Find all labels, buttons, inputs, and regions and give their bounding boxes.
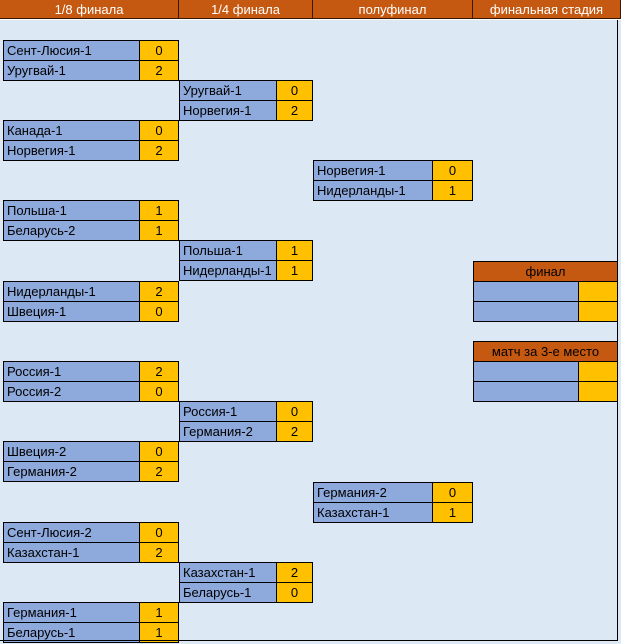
r16-5-team-2[interactable]: Россия-2 (3, 381, 140, 402)
qf-2-score-1[interactable]: 1 (276, 240, 313, 261)
r16-6-score-2[interactable]: 2 (139, 461, 179, 482)
sf-2-team-1[interactable]: Германия-2 (313, 482, 433, 503)
sf-2-score-1[interactable]: 0 (432, 482, 473, 503)
qf-4-team-1[interactable]: Казахстан-1 (179, 562, 277, 583)
qf-2-team-2[interactable]: Нидерланды-1 (179, 260, 277, 281)
header-final-stage: финальная стадия (473, 0, 621, 19)
sf-1-team-2[interactable]: Нидерланды-1 (313, 180, 433, 201)
frame-border-bottom (0, 640, 618, 641)
qf-3-team-1[interactable]: Россия-1 (179, 401, 277, 422)
r16-8-team-1[interactable]: Германия-1 (3, 602, 140, 623)
final-score-1[interactable] (578, 281, 618, 302)
r16-2-score-1[interactable]: 0 (139, 120, 179, 141)
third-place-score-2[interactable] (578, 381, 618, 402)
third-place-score-1[interactable] (578, 361, 618, 382)
r16-2-team-2[interactable]: Норвегия-1 (3, 140, 140, 161)
r16-8-team-2[interactable]: Беларусь-1 (3, 622, 140, 643)
r16-5-score-1[interactable]: 2 (139, 361, 179, 382)
frame-border-right (617, 20, 618, 640)
final-title: финал (473, 261, 618, 282)
r16-3-team-2[interactable]: Беларусь-2 (3, 220, 140, 241)
sf-2-score-2[interactable]: 1 (432, 502, 473, 523)
r16-7-team-1[interactable]: Сент-Люсия-2 (3, 522, 140, 543)
sf-1-score-2[interactable]: 1 (432, 180, 473, 201)
r16-2-score-2[interactable]: 2 (139, 140, 179, 161)
r16-1-score-2[interactable]: 2 (139, 60, 179, 81)
third-place-team-1[interactable] (473, 361, 579, 382)
r16-5-score-2[interactable]: 0 (139, 381, 179, 402)
sf-1-score-1[interactable]: 0 (432, 160, 473, 181)
third-place-title: матч за 3-е место (473, 341, 618, 362)
qf-2-score-2[interactable]: 1 (276, 260, 313, 281)
qf-1-score-1[interactable]: 0 (276, 80, 313, 101)
sf-1-team-1[interactable]: Норвегия-1 (313, 160, 433, 181)
qf-4-score-1[interactable]: 2 (276, 562, 313, 583)
final-team-2[interactable] (473, 301, 579, 322)
r16-6-team-1[interactable]: Швеция-2 (3, 441, 140, 462)
header-semifinal: полуфинал (313, 0, 473, 19)
qf-1-team-1[interactable]: Уругвай-1 (179, 80, 277, 101)
r16-1-team-2[interactable]: Уругвай-1 (3, 60, 140, 81)
qf-3-score-1[interactable]: 0 (276, 401, 313, 422)
qf-2-team-1[interactable]: Польша-1 (179, 240, 277, 261)
r16-6-score-1[interactable]: 0 (139, 441, 179, 462)
r16-8-score-2[interactable]: 1 (139, 622, 179, 643)
r16-7-team-2[interactable]: Казахстан-1 (3, 542, 140, 563)
sf-2-team-2[interactable]: Казахстан-1 (313, 502, 433, 523)
header-quarterfinal: 1/4 финала (179, 0, 313, 19)
r16-4-score-2[interactable]: 0 (139, 301, 179, 322)
r16-7-score-2[interactable]: 2 (139, 542, 179, 563)
final-score-2[interactable] (578, 301, 618, 322)
r16-8-score-1[interactable]: 1 (139, 602, 179, 623)
final-team-1[interactable] (473, 281, 579, 302)
header-round-of-16: 1/8 финала (0, 0, 179, 19)
r16-3-team-1[interactable]: Польша-1 (3, 200, 140, 221)
r16-4-score-1[interactable]: 2 (139, 281, 179, 302)
r16-2-team-1[interactable]: Канада-1 (3, 120, 140, 141)
r16-5-team-1[interactable]: Россия-1 (3, 361, 140, 382)
r16-1-score-1[interactable]: 0 (139, 40, 179, 61)
qf-1-team-2[interactable]: Норвегия-1 (179, 100, 277, 121)
qf-4-team-2[interactable]: Беларусь-1 (179, 582, 277, 603)
r16-3-score-2[interactable]: 1 (139, 220, 179, 241)
qf-4-score-2[interactable]: 0 (276, 582, 313, 603)
qf-3-team-2[interactable]: Германия-2 (179, 421, 277, 442)
r16-1-team-1[interactable]: Сент-Люсия-1 (3, 40, 140, 61)
third-place-team-2[interactable] (473, 381, 579, 402)
r16-4-team-2[interactable]: Швеция-1 (3, 301, 140, 322)
r16-6-team-2[interactable]: Германия-2 (3, 461, 140, 482)
r16-4-team-1[interactable]: Нидерланды-1 (3, 281, 140, 302)
r16-7-score-1[interactable]: 0 (139, 522, 179, 543)
r16-3-score-1[interactable]: 1 (139, 200, 179, 221)
qf-3-score-2[interactable]: 2 (276, 421, 313, 442)
qf-1-score-2[interactable]: 2 (276, 100, 313, 121)
